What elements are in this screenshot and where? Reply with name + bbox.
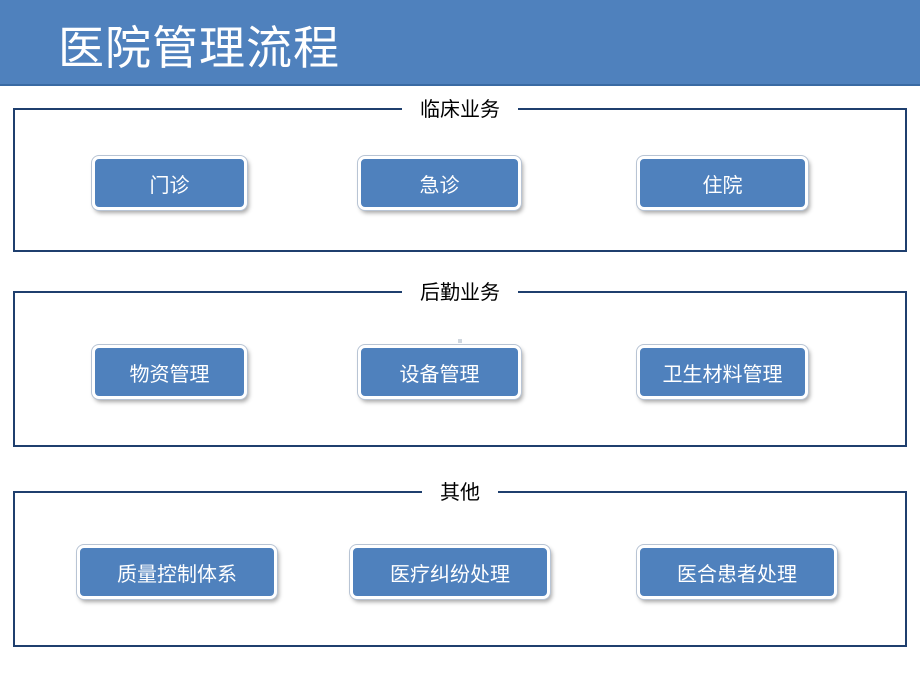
group-title-logistics: 后勤业务 <box>402 278 518 306</box>
box-medical-dispute-handling[interactable]: 医疗纠纷处理 <box>350 545 550 599</box>
group-other: 其他 质量控制体系 医疗纠纷处理 医合患者处理 <box>13 478 907 647</box>
title-banner: 医院管理流程 <box>0 0 920 86</box>
box-quality-control-system[interactable]: 质量控制体系 <box>77 545 277 599</box>
box-equipment-management[interactable]: 设备管理 <box>358 345 521 399</box>
page-title: 医院管理流程 <box>58 21 340 75</box>
box-outpatient[interactable]: 门诊 <box>92 156 247 210</box>
group-title-clinical: 临床业务 <box>402 95 518 123</box>
stray-dot <box>458 339 462 343</box>
box-inpatient[interactable]: 住院 <box>637 156 808 210</box>
box-sanitary-materials-management[interactable]: 卫生材料管理 <box>637 345 808 399</box>
box-emergency[interactable]: 急诊 <box>358 156 521 210</box>
box-patient-handling[interactable]: 医合患者处理 <box>637 545 837 599</box>
group-clinical: 临床业务 门诊 急诊 住院 <box>13 95 907 252</box>
group-logistics: 后勤业务 物资管理 设备管理 卫生材料管理 <box>13 278 907 447</box>
group-title-other: 其他 <box>422 478 498 506</box>
box-materials-management[interactable]: 物资管理 <box>92 345 247 399</box>
